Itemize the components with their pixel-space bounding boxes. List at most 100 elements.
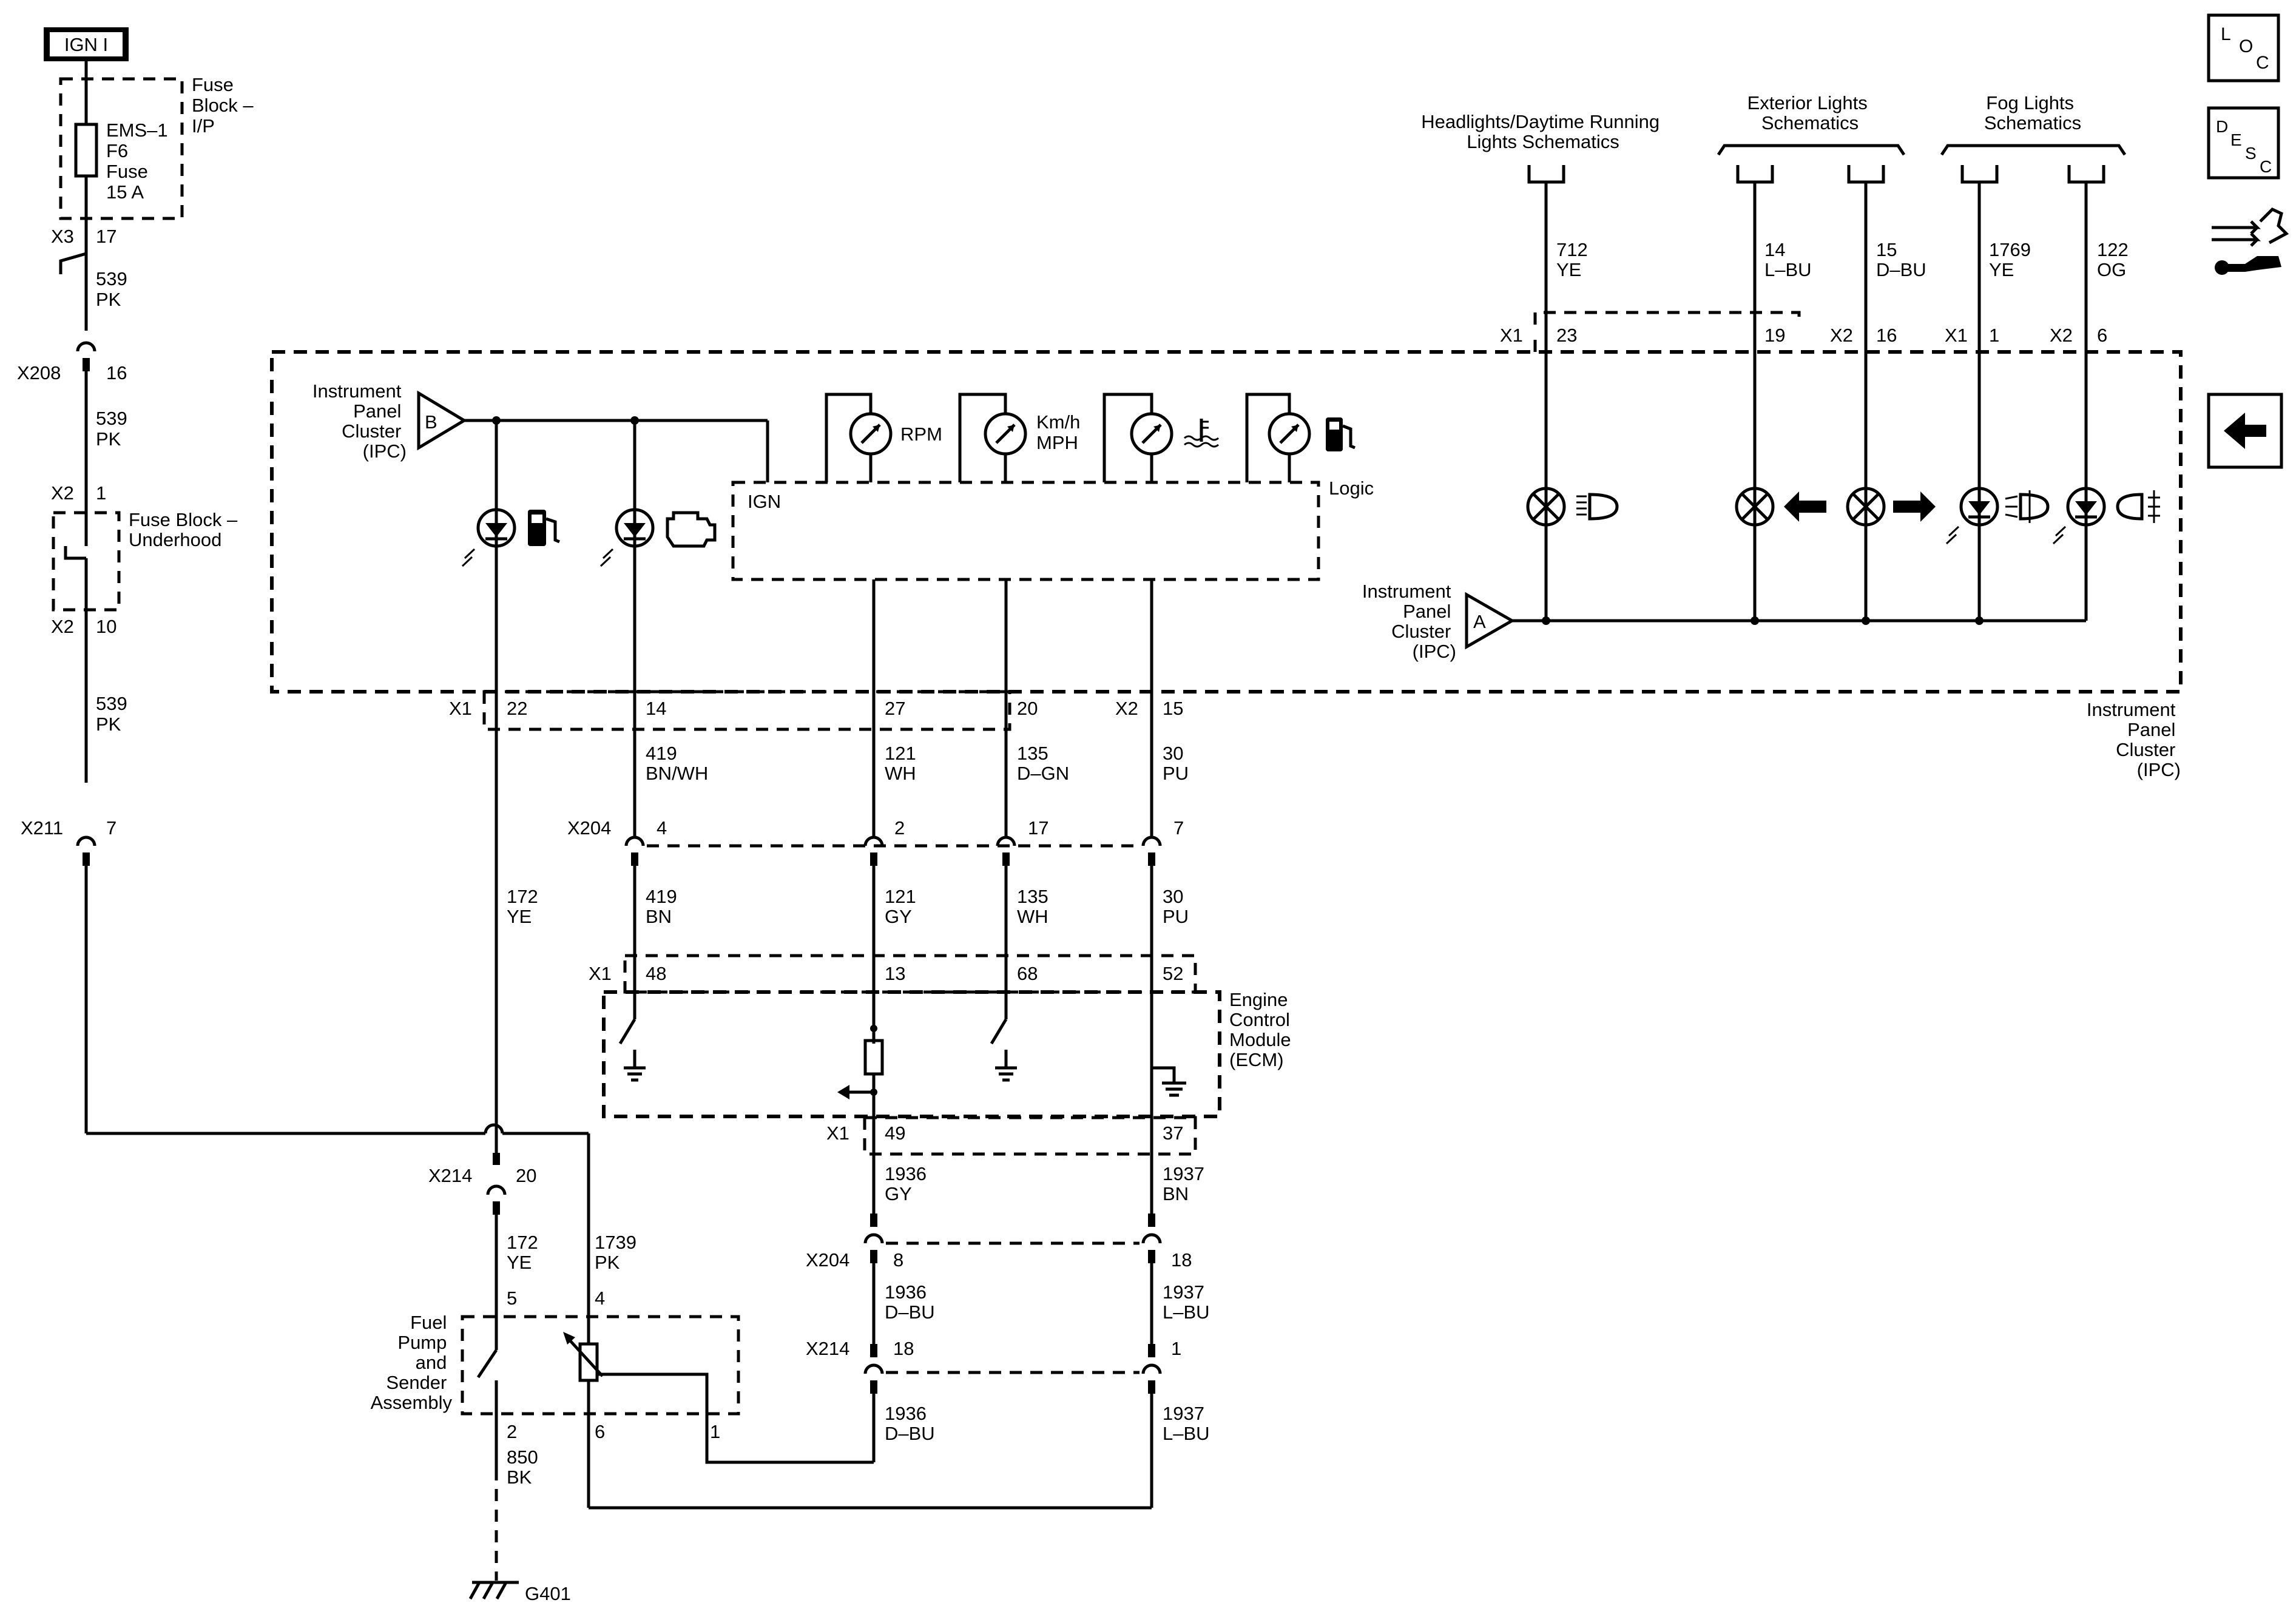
conn-7: 7: [1173, 817, 1184, 839]
coolant-temp-gauge: [1102, 393, 1219, 482]
svg-text:IGN I: IGN I: [64, 34, 108, 55]
ecm-low-side-switch-48: [618, 995, 646, 1082]
description-button[interactable]: D E S C: [2207, 106, 2280, 180]
high-beam-lamp: [1526, 487, 1566, 527]
ipc-label-left: Instrument Panel Cluster (IPC): [312, 380, 407, 462]
xref-fog-lights[interactable]: Fog Lights Schematics: [1940, 92, 2127, 184]
svg-text:B: B: [425, 411, 437, 433]
svg-text:L: L: [2221, 24, 2231, 44]
fuse-block-ip: [59, 77, 184, 220]
conn-2: 2: [894, 817, 905, 839]
xref-headlights[interactable]: Headlights/Daytime Running Lights Schema…: [1421, 111, 1665, 184]
ipc-ign-label: IGN: [748, 491, 781, 512]
fuel-pump-icon: [1326, 417, 1356, 451]
ecm-signal-ground: [1150, 995, 1186, 1153]
ipc-logic-label: Logic: [1329, 478, 1374, 499]
tachometer-gauge: RPM: [825, 393, 942, 482]
front-fog-icon: [2005, 490, 2050, 523]
conn-52: 52: [1163, 963, 1183, 984]
wire-539-1: 539 PK: [96, 268, 132, 310]
fuse-block-ip-label: Fuse Block – I/P: [192, 74, 258, 137]
conn-x2-1-label: X2: [51, 482, 74, 504]
check-engine-led-indicator: [599, 508, 655, 567]
pin-2: 2: [507, 1421, 517, 1442]
conn-x211-label: X211: [21, 817, 63, 839]
back-arrow-icon: [2224, 413, 2266, 449]
conn-68: 68: [1017, 963, 1038, 984]
ground-label: G401: [525, 1583, 571, 1604]
rear-fog-icon: [2116, 490, 2160, 523]
fuel-pump-label: Fuel Pump and Sender Assembly: [371, 1312, 453, 1413]
ign-label-box: IGN I: [44, 27, 129, 61]
svg-text:Km/h: Km/h: [1036, 411, 1080, 433]
conn-18-a: 18: [1171, 1249, 1192, 1271]
ipc-label-right-inner: Instrument Panel Cluster (IPC): [1362, 581, 1456, 662]
fuel-pump-sender-box: [461, 1315, 740, 1416]
xref-exterior-lights[interactable]: Exterior Lights Schematics: [1717, 92, 1906, 184]
ipc-a-triangle: A: [1465, 592, 1516, 650]
svg-text:Exterior Lights Schemati: Exterior Lights Schematics: [1747, 92, 1873, 133]
back-button[interactable]: [2207, 393, 2283, 469]
svg-text:E: E: [2230, 130, 2242, 149]
conn-19: 19: [1764, 325, 1785, 346]
svg-text:RPM: RPM: [900, 424, 942, 445]
speedometer-gauge: Km/h MPH: [958, 393, 1080, 482]
conn-x2-1-pin: 1: [96, 482, 106, 504]
ecm-label: Engine Control Module (ECM): [1229, 989, 1296, 1070]
engine-icon: [666, 511, 717, 548]
wire-539-3: 539 PK: [96, 693, 132, 735]
conn-x3-label: X3: [51, 226, 74, 247]
x1-ecm-top-bracket: [623, 954, 1197, 994]
wire-539-2: 539 PK: [96, 408, 132, 450]
fuel-led-indicator: [461, 508, 516, 567]
svg-text:D: D: [2216, 117, 2228, 136]
pin-1: 1: [710, 1421, 720, 1442]
conn-x208-label: X208: [17, 362, 61, 383]
x1-bottom-connector-bracket: [482, 690, 1011, 731]
rear-fog-led-indicator: [2052, 487, 2106, 545]
ipc-logic-box: [731, 481, 1320, 581]
svg-text:MPH: MPH: [1036, 432, 1078, 453]
pin-4: 4: [595, 1288, 605, 1309]
fuse-block-underhood-label: Fuse Block – Underhood: [129, 509, 243, 550]
conn-14: 14: [646, 698, 666, 719]
ipc-b-triangle: B: [417, 390, 467, 451]
conn-x2-10-pin: 10: [96, 616, 116, 637]
connector-repair-icon[interactable]: [2212, 207, 2289, 275]
right-arrow-icon: [1893, 491, 1936, 522]
ipc-module-box: [270, 350, 2183, 694]
high-beam-icon: [1576, 493, 1619, 521]
fuel-level-sender: [563, 1332, 874, 1508]
conn-27: 27: [885, 698, 905, 719]
location-button[interactable]: L O C: [2207, 13, 2280, 83]
svg-text:C: C: [2256, 53, 2269, 73]
conn-x3-pin: 17: [96, 226, 116, 247]
x1-ecm-bottom-bracket: [863, 1116, 1197, 1156]
fuel-level-gauge: [1245, 393, 1356, 482]
svg-text:S: S: [2245, 144, 2257, 163]
